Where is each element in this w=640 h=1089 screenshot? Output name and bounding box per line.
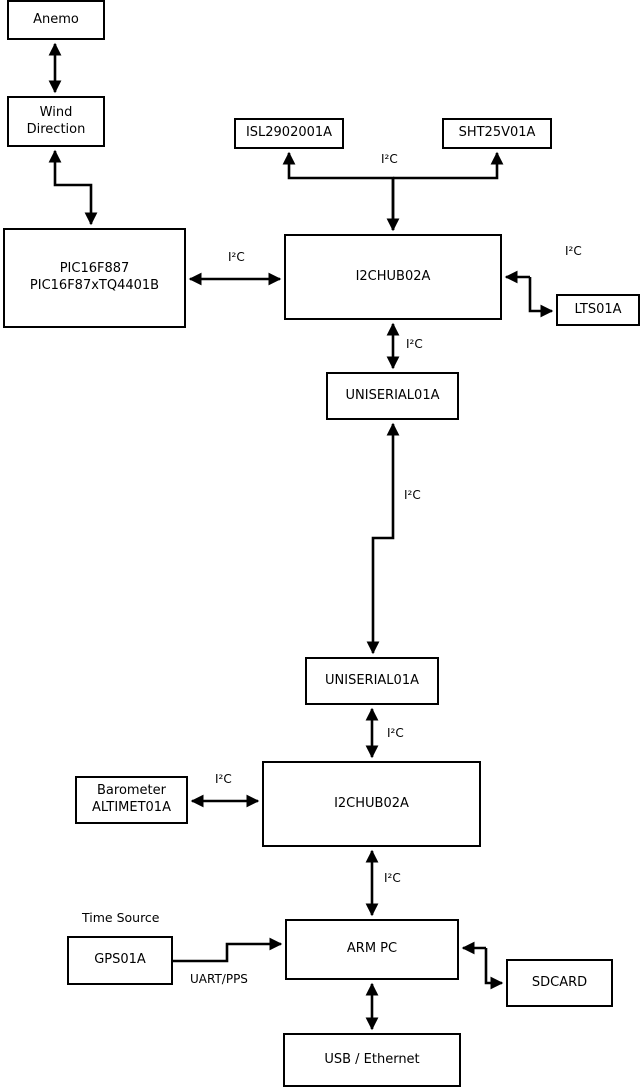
block-uniserial2[interactable]: UNISERIAL01A — [305, 657, 439, 705]
lbl-gps-arm-uart: UART/PPS — [190, 972, 248, 986]
block-label-anemo: Anemo — [33, 11, 79, 27]
block-usbeth[interactable]: USB / Ethernet — [283, 1033, 461, 1087]
block-label-hub2: I2CHUB02A — [334, 795, 409, 811]
block-label-sht: SHT25V01A — [458, 125, 536, 141]
block-label-pic: PIC16F887 PIC16F87xTQ4401B — [29, 261, 160, 293]
block-wind[interactable]: Wind Direction — [7, 96, 105, 147]
lbl-hub2-arm-i2c: I²C — [384, 871, 401, 885]
block-isl[interactable]: ISL2902001A — [234, 118, 344, 149]
block-label-lts: LTS01A — [574, 301, 622, 317]
block-label-usbeth: USB / Ethernet — [324, 1051, 420, 1067]
block-pic[interactable]: PIC16F887 PIC16F87xTQ4401B — [3, 228, 186, 328]
block-label-gps: GPS01A — [94, 952, 146, 968]
block-label-sdcard: SDCARD — [531, 974, 588, 990]
connector-uniserial1-uniserial2 — [366, 422, 400, 655]
block-label-hub1: I2CHUB02A — [355, 268, 431, 284]
block-label-armpc: ARM PC — [346, 941, 398, 957]
block-anemo[interactable]: Anemo — [7, 0, 105, 40]
block-label-uniserial2: UNISERIAL01A — [325, 672, 419, 688]
block-label-isl: ISL2902001A — [245, 125, 333, 141]
block-armpc[interactable]: ARM PC — [285, 919, 459, 980]
lbl-pic-hub1-i2c: I²C — [228, 250, 245, 264]
lbl-hub1-lts-i2c: I²C — [565, 244, 582, 258]
lbl-baro-hub2-i2c: I²C — [215, 772, 232, 786]
block-lts[interactable]: LTS01A — [556, 294, 640, 326]
block-label-barometer: Barometer ALTIMET01A — [92, 783, 171, 815]
connector-hub1-sensors — [282, 151, 504, 232]
lbl-isl-sht-i2c: I²C — [381, 152, 398, 166]
block-label-uniserial1: UNISERIAL01A — [345, 387, 440, 403]
lbl-hub1-uni1-i2c: I²C — [406, 337, 423, 351]
block-sdcard[interactable]: SDCARD — [506, 959, 613, 1007]
block-sht[interactable]: SHT25V01A — [442, 118, 552, 149]
connector-hub1-lts — [504, 270, 554, 318]
lbl-uni2-hub2-i2c: I²C — [387, 726, 404, 740]
block-hub1[interactable]: I2CHUB02A — [284, 234, 502, 320]
connector-wind-pic — [48, 149, 98, 226]
block-gps[interactable]: GPS01A — [67, 936, 173, 985]
block-label-wind: Wind Direction — [26, 104, 86, 137]
lbl-uni1-uni2-i2c: I²C — [404, 488, 421, 502]
connector-armpc-sdcard — [461, 941, 504, 990]
block-barometer[interactable]: Barometer ALTIMET01A — [75, 776, 188, 824]
lbl-time-source: Time Source — [82, 910, 160, 925]
connector-gps-armpc — [173, 937, 283, 963]
block-uniserial1[interactable]: UNISERIAL01A — [326, 372, 459, 420]
block-hub2[interactable]: I2CHUB02A — [262, 761, 481, 847]
